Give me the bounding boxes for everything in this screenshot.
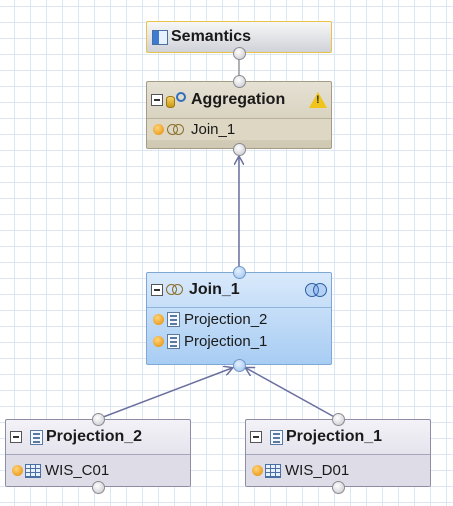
aggregation-collapse-button[interactable] xyxy=(151,94,163,106)
input-status-icon xyxy=(153,313,164,325)
aggregation-title: Aggregation xyxy=(191,91,286,108)
join-title: Join_1 xyxy=(189,281,240,298)
projection-1-header: Projection_1 xyxy=(246,420,430,454)
projection-1-node[interactable]: Projection_1 WIS_D01 xyxy=(245,419,431,487)
projection-2-title: Projection_2 xyxy=(46,428,143,445)
projection-icon xyxy=(167,311,180,327)
input-status-icon xyxy=(153,124,164,135)
projection-1-source-label: WIS_D01 xyxy=(285,462,350,479)
projection-2-bottom-port[interactable] xyxy=(92,481,105,494)
join-bottom-port[interactable] xyxy=(233,359,246,372)
join-collapse-button[interactable] xyxy=(151,284,163,296)
join-input-row[interactable]: Projection_2 xyxy=(147,308,331,330)
aggregation-input-row[interactable]: Join_1 xyxy=(147,118,331,140)
projection-2-source-label: WIS_C01 xyxy=(45,462,110,479)
table-icon xyxy=(265,463,281,478)
input-status-icon xyxy=(153,335,164,347)
projection-1-title: Projection_1 xyxy=(286,428,383,445)
projection-2-collapse-button[interactable] xyxy=(10,431,22,443)
join-input-label: Projection_2 xyxy=(184,310,268,328)
join-input-label: Projection_1 xyxy=(184,332,268,350)
aggregation-header: Aggregation xyxy=(147,82,331,118)
projection-1-bottom-port[interactable] xyxy=(332,481,345,494)
projection-2-top-port[interactable] xyxy=(92,413,105,426)
projection-1-collapse-button[interactable] xyxy=(250,431,262,443)
semantics-header: Semantics xyxy=(147,22,331,52)
projection-1-source-row[interactable]: WIS_D01 xyxy=(246,454,430,486)
projection-1-top-port[interactable] xyxy=(332,413,345,426)
projection-2-header: Projection_2 xyxy=(6,420,190,454)
join-icon xyxy=(166,284,186,296)
aggregation-bottom-port[interactable] xyxy=(233,143,246,156)
edge-projection-2-join[interactable] xyxy=(97,368,232,420)
semantics-title: Semantics xyxy=(171,28,252,45)
semantics-output-port[interactable] xyxy=(233,47,246,60)
input-status-icon xyxy=(12,465,23,476)
aggregation-node[interactable]: Aggregation Join_1 xyxy=(146,81,332,149)
join-inputs: Projection_2 Projection_1 xyxy=(147,307,331,352)
semantics-node[interactable]: Semantics xyxy=(146,21,332,53)
aggregation-icon xyxy=(166,92,188,108)
projection-icon xyxy=(270,429,283,445)
edge-projection-1-join[interactable] xyxy=(246,368,339,420)
join-top-port[interactable] xyxy=(233,266,246,279)
join-input-row[interactable]: Projection_1 xyxy=(147,330,331,352)
inner-join-icon[interactable] xyxy=(305,283,327,297)
join-node[interactable]: Join_1 Projection_2 Projection_1 xyxy=(146,272,332,365)
aggregation-input-label: Join_1 xyxy=(191,121,236,138)
projection-icon xyxy=(167,333,180,349)
input-status-icon xyxy=(252,465,263,476)
semantics-icon xyxy=(152,29,168,45)
join-header: Join_1 xyxy=(147,273,331,307)
warning-icon[interactable] xyxy=(309,92,327,108)
projection-2-node[interactable]: Projection_2 WIS_C01 xyxy=(5,419,191,487)
projection-icon xyxy=(30,429,43,445)
table-icon xyxy=(25,463,41,478)
join-icon xyxy=(167,123,187,136)
aggregation-top-port[interactable] xyxy=(233,75,246,88)
projection-2-source-row[interactable]: WIS_C01 xyxy=(6,454,190,486)
